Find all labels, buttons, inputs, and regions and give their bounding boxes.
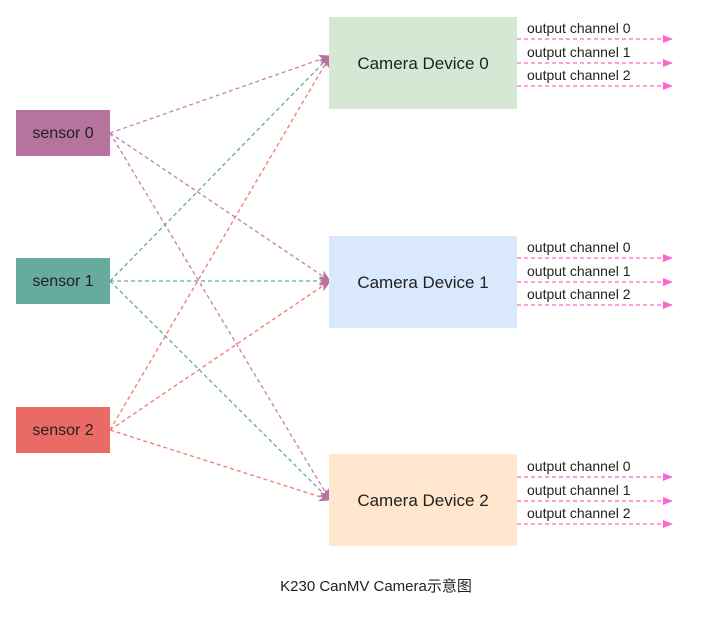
device-1-outputs: output channel 0 output channel 1 output… <box>517 239 673 309</box>
sensor-box <box>16 258 110 304</box>
connector-s1-d2 <box>109 280 331 501</box>
sensor-box <box>16 407 110 453</box>
sensor-label: sensor 1 <box>32 273 93 290</box>
device-0-outputs: output channel 0 output channel 1 output… <box>517 20 673 90</box>
device-box <box>329 17 517 109</box>
connector-s0-d2 <box>109 132 331 501</box>
connector-s0-d1 <box>109 132 331 282</box>
camera-device-2: Camera Device 2 <box>329 454 517 546</box>
sensor-label: sensor 0 <box>32 125 93 142</box>
connector-s1-d0 <box>109 55 331 282</box>
output-channel-label: output channel 2 <box>527 67 631 83</box>
sensor-node-2: sensor 2 <box>16 407 110 453</box>
connector-s2-d0 <box>109 55 331 431</box>
diagram-caption: K230 CanMV Camera示意图 <box>280 577 472 595</box>
output-channel-label: output channel 1 <box>527 44 631 60</box>
device-2-outputs: output channel 0 output channel 1 output… <box>517 458 673 528</box>
sensor-node-1: sensor 1 <box>16 258 110 304</box>
device-label: Camera Device 2 <box>357 491 488 510</box>
device-box <box>329 454 517 546</box>
camera-device-0: Camera Device 0 <box>329 17 517 109</box>
output-channel-label: output channel 0 <box>527 458 631 474</box>
sensor-box <box>16 110 110 156</box>
connector-s2-d1 <box>109 280 331 431</box>
device-label: Camera Device 0 <box>357 54 488 73</box>
output-channel-label: output channel 2 <box>527 505 631 521</box>
connector-s0-d0 <box>109 54 331 134</box>
sensor-label: sensor 2 <box>32 422 93 439</box>
device-box <box>329 236 517 328</box>
device-label: Camera Device 1 <box>357 273 488 292</box>
connectors <box>109 54 331 502</box>
sensor-node-0: sensor 0 <box>16 110 110 156</box>
output-channel-label: output channel 1 <box>527 263 631 279</box>
connector-s2-d2 <box>109 429 331 502</box>
output-channel-label: output channel 0 <box>527 20 631 36</box>
output-channel-label: output channel 1 <box>527 482 631 498</box>
camera-device-1: Camera Device 1 <box>329 236 517 328</box>
output-channel-label: output channel 0 <box>527 239 631 255</box>
output-channel-label: output channel 2 <box>527 286 631 302</box>
